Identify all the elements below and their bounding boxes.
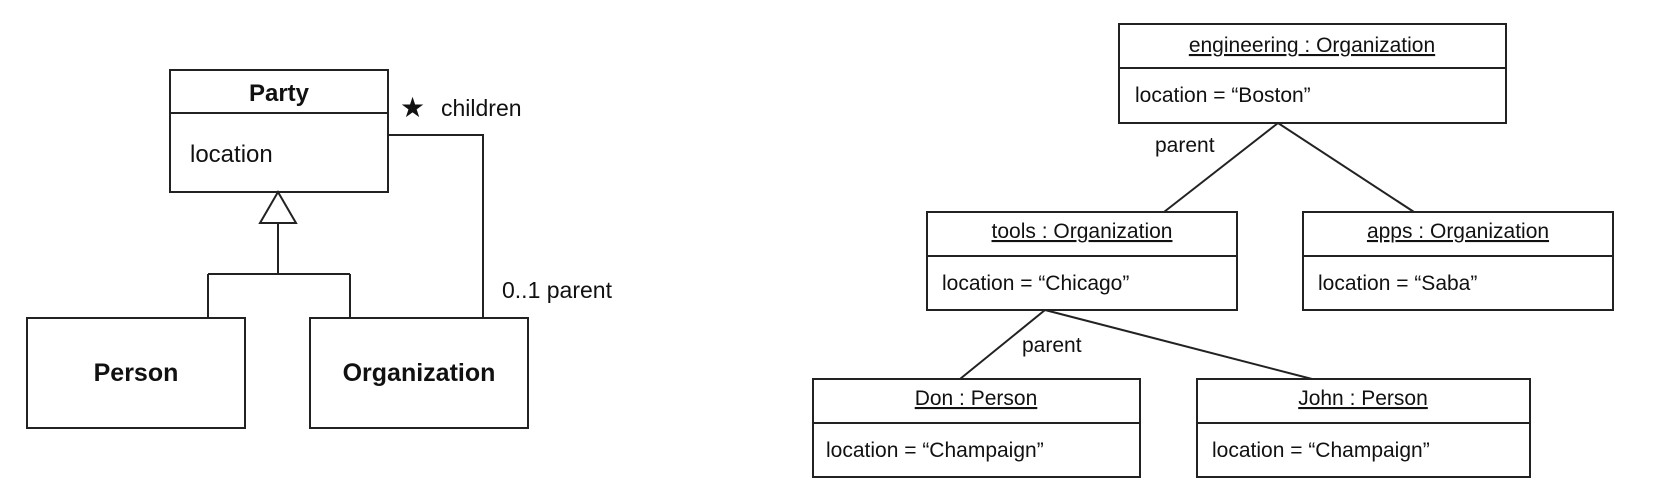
class-diagram: Party location Person Organization ★ chi… bbox=[26, 69, 613, 429]
tools-title: tools : Organization bbox=[992, 220, 1173, 243]
engineering-attribute: location = “Boston” bbox=[1135, 84, 1311, 107]
don-attribute: location = “Champaign” bbox=[826, 439, 1044, 462]
object-engineering: engineering : Organization location = “B… bbox=[1118, 23, 1507, 124]
apps-attribute: location = “Saba” bbox=[1318, 272, 1477, 295]
john-attribute: location = “Champaign” bbox=[1212, 439, 1430, 462]
person-class-name: Person bbox=[94, 359, 179, 387]
party-class-name: Party bbox=[249, 80, 310, 107]
association-line bbox=[388, 134, 484, 318]
apps-box bbox=[1302, 211, 1614, 311]
generalization-arrow bbox=[258, 190, 298, 224]
object-links: parent parent bbox=[959, 122, 1415, 380]
john-title: John : Person bbox=[1298, 387, 1428, 410]
organization-class-name: Organization bbox=[343, 359, 496, 387]
link-engineering-apps bbox=[1277, 122, 1415, 213]
children-role-label: children bbox=[441, 95, 522, 121]
engineering-title: engineering : Organization bbox=[1189, 34, 1435, 57]
object-diagram: parent parent engineering : Organization… bbox=[812, 23, 1614, 478]
link-label-parent-top: parent bbox=[1155, 134, 1215, 157]
object-john: John : Person location = “Champaign” bbox=[1196, 378, 1531, 478]
don-box bbox=[812, 378, 1141, 478]
parent-children-association: ★ children 0..1 parent bbox=[388, 92, 613, 318]
parent-role-label: 0..1 parent bbox=[502, 277, 613, 303]
person-class-box bbox=[26, 317, 246, 429]
tools-attribute: location = “Chicago” bbox=[942, 272, 1129, 295]
party-class-box bbox=[169, 69, 389, 193]
organization-class-box bbox=[309, 317, 529, 429]
organization-class: Organization bbox=[309, 317, 529, 429]
object-tools: tools : Organization location = “Chicago… bbox=[926, 211, 1238, 311]
link-tools-don bbox=[959, 309, 1046, 380]
generalization bbox=[207, 190, 351, 318]
link-engineering-tools bbox=[1163, 122, 1279, 213]
person-class: Person bbox=[26, 317, 246, 429]
object-don: Don : Person location = “Champaign” bbox=[812, 378, 1141, 478]
party-class-attribute: location bbox=[190, 141, 273, 168]
object-apps: apps : Organization location = “Saba” bbox=[1302, 211, 1614, 311]
engineering-box bbox=[1118, 23, 1507, 124]
john-box bbox=[1196, 378, 1531, 478]
don-title: Don : Person bbox=[915, 387, 1038, 410]
party-class: Party location bbox=[169, 69, 389, 193]
children-multiplicity-star: ★ bbox=[400, 92, 425, 123]
link-tools-john bbox=[1044, 309, 1313, 380]
apps-title: apps : Organization bbox=[1367, 220, 1549, 243]
tools-box bbox=[926, 211, 1238, 311]
link-label-parent-bottom: parent bbox=[1022, 334, 1082, 357]
